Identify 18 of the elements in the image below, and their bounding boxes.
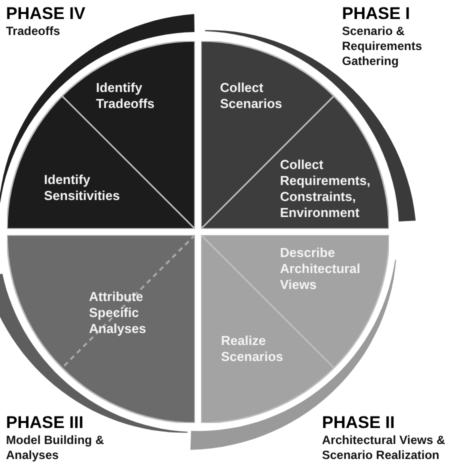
- segment-label: Attribute Specific Analyses: [89, 289, 148, 337]
- segment-label: Identify Tradeoffs: [96, 80, 156, 112]
- phase-title: PHASE IV: [6, 4, 86, 24]
- phase-subtitle: Scenario & Requirements Gathering: [342, 24, 424, 69]
- segment-label: Collect Requirements, Constraints, Environment: [280, 156, 372, 221]
- phase-title: PHASE I: [342, 4, 410, 24]
- segment-label: Identify Sensitivities: [44, 172, 121, 204]
- phase-title: PHASE II: [322, 413, 395, 433]
- segment-label: Describe Architectural Views: [280, 245, 362, 293]
- phase-title: PHASE III: [6, 413, 84, 433]
- phase-subtitle: Model Building & Analyses: [6, 433, 105, 463]
- wedge-segment: [7, 96, 195, 229]
- wedge-segment: [201, 96, 389, 229]
- wedge-segment: [201, 235, 389, 368]
- phase-subtitle: Architectural Views & Scenario Realization: [322, 433, 446, 463]
- segment-label: Realize Scenarios: [221, 333, 284, 365]
- segment-label: Collect Scenarios: [220, 80, 284, 112]
- phase-subtitle: Tradeoffs: [6, 24, 62, 39]
